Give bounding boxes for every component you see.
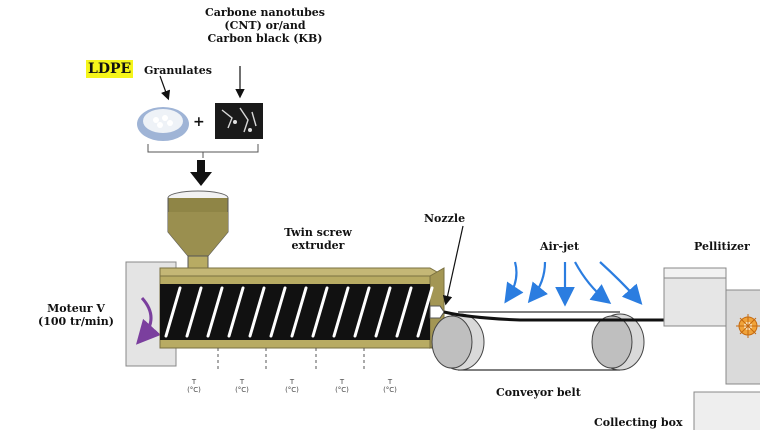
- zone-marker-5: T(°C): [380, 378, 400, 394]
- zone-4-unit: (°C): [335, 386, 349, 394]
- zone-marker-1: T(°C): [184, 378, 204, 394]
- collecting-box-label: Collecting box: [594, 416, 683, 429]
- zone-4-t: T: [339, 378, 345, 386]
- zone-2-unit: (°C): [235, 386, 249, 394]
- zone-5-t: T: [387, 378, 393, 386]
- temperature-zones: [217, 348, 365, 372]
- screw-flight: [185, 286, 203, 338]
- screw-flight: [290, 286, 308, 338]
- zone-marker-4: T(°C): [332, 378, 352, 394]
- screw-flight: [248, 286, 266, 338]
- nozzle-pointer: [442, 225, 464, 306]
- screw-flight: [395, 286, 413, 338]
- screw-flight: [416, 286, 434, 338]
- screw-flight: [311, 286, 329, 338]
- screw-flight: [227, 286, 245, 338]
- collecting-box: [693, 391, 760, 430]
- cnt-label-line-3: Carbon black (KB): [207, 32, 323, 45]
- granulates-pointer: [159, 75, 171, 101]
- cnt-label-line-2: (CNT) or/and: [224, 19, 306, 32]
- screw-flight: [374, 286, 392, 338]
- zone-marker-2: T(°C): [232, 378, 252, 394]
- zone-marker-3: T(°C): [282, 378, 302, 394]
- motor-label: Moteur V (100 tr/min): [26, 302, 126, 328]
- motor-label-line-1: Moteur V: [47, 302, 105, 315]
- pellitizer-label: Pellitizer: [694, 240, 750, 253]
- cnt-label: Carbone nanotubes (CNT) or/and Carbon bl…: [200, 6, 330, 45]
- air-jet-label: Air-jet: [540, 240, 580, 253]
- screw-flight: [164, 286, 182, 338]
- twin-screw-line-1: Twin screw: [284, 226, 352, 239]
- ldpe-highlight: LDPE: [86, 60, 134, 78]
- nozzle-label: Nozzle: [424, 212, 466, 225]
- motor-label-line-2: (100 tr/min): [38, 315, 114, 328]
- hopper: [167, 190, 229, 271]
- granulates-label: Granulates: [144, 64, 212, 77]
- screw-flight: [332, 286, 350, 338]
- twin-screw: [164, 286, 434, 338]
- nozzle-tip: [429, 305, 445, 319]
- conveyor-belt: [431, 311, 645, 371]
- zone-1-unit: (°C): [187, 386, 201, 394]
- plus-sign: +: [193, 114, 205, 130]
- rotation-arrow-icon: [135, 296, 161, 345]
- air-jet-arrows: [504, 261, 643, 307]
- twin-screw-label: Twin screw extruder: [278, 226, 358, 252]
- screw-flight: [269, 286, 287, 338]
- zone-3-t: T: [289, 378, 295, 386]
- extruder-body: [159, 267, 445, 349]
- zone-5-unit: (°C): [383, 386, 397, 394]
- ldpe-granulates-dish: [137, 107, 189, 141]
- screw-flight: [206, 286, 224, 338]
- zone-1-t: T: [191, 378, 197, 386]
- zone-2-t: T: [239, 378, 245, 386]
- cnt-label-line-1: Carbone nanotubes: [205, 6, 325, 19]
- twin-screw-line-2: extruder: [291, 239, 345, 252]
- feed-arrow: [190, 160, 212, 186]
- mix-bracket: [147, 144, 259, 153]
- zone-3-unit: (°C): [285, 386, 299, 394]
- screw-flight: [353, 286, 371, 338]
- conveyor-belt-label: Conveyor belt: [496, 386, 581, 399]
- cnt-sample: [215, 103, 263, 139]
- pellitizer: [663, 267, 760, 385]
